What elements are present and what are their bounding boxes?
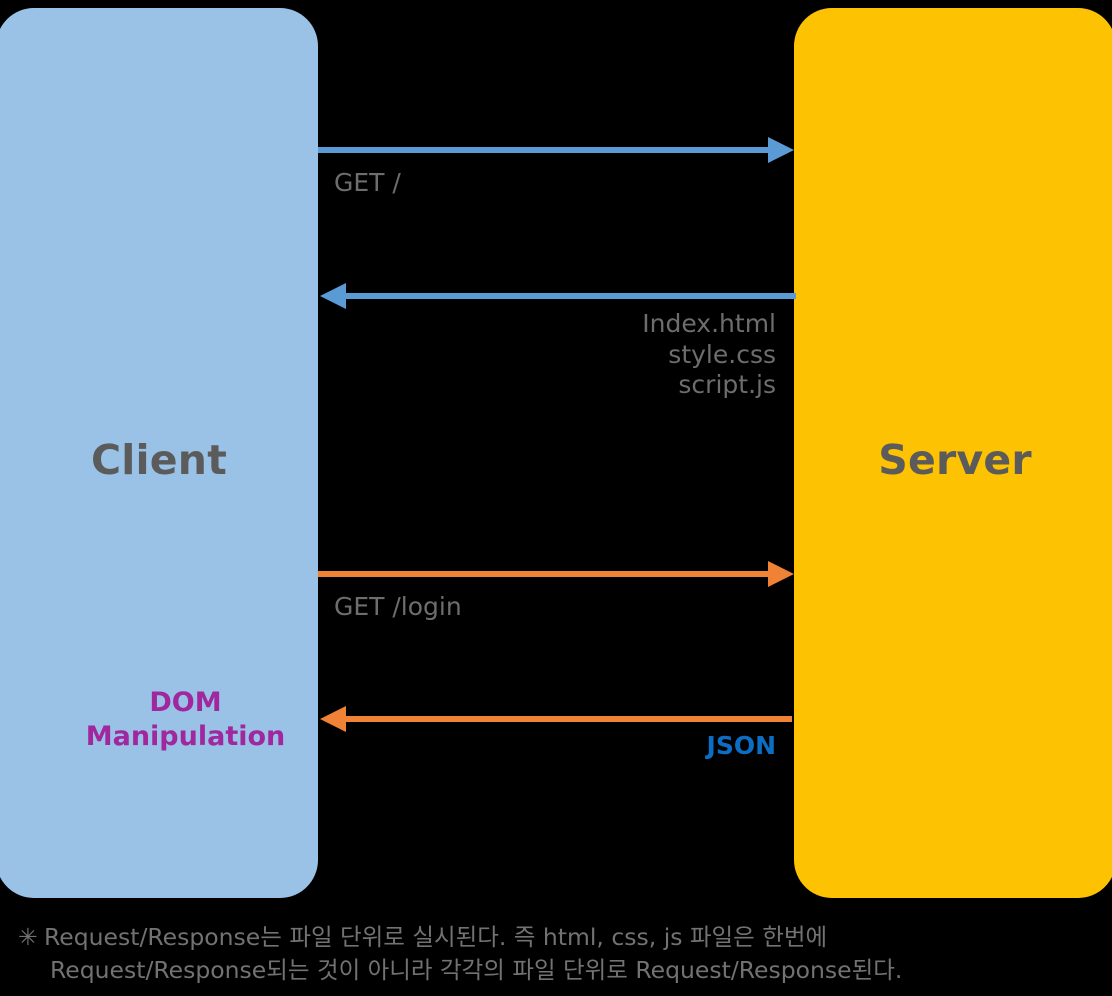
asterisk-icon: ✳	[18, 923, 38, 951]
label-response-json: JSON	[706, 731, 776, 760]
footnote-line-2: Request/Response되는 것이 아니라 각각의 파일 단위로 Req…	[50, 956, 903, 985]
label-response-files: Index.html style.css script.js	[642, 309, 776, 399]
label-dom-manipulation: DOM Manipulation	[85, 687, 286, 753]
arrow-response-static	[320, 283, 796, 309]
client-column-box: Client	[0, 8, 318, 898]
footnote-line-1: ✳Request/Response는 파일 단위로 실시된다. 즉 html, …	[18, 921, 1098, 954]
arrow-request-root	[318, 137, 794, 163]
arrow-request-login	[318, 561, 794, 587]
label-get-login: GET /login	[334, 592, 462, 621]
client-label: Client	[91, 436, 227, 484]
label-get-root: GET /	[334, 168, 401, 197]
footnote: ✳Request/Response는 파일 단위로 실시된다. 즉 html, …	[18, 921, 1098, 988]
footnote-text-1: Request/Response는 파일 단위로 실시된다. 즉 html, c…	[44, 923, 828, 951]
server-label: Server	[878, 436, 1032, 484]
server-column-box: Server	[794, 8, 1112, 898]
